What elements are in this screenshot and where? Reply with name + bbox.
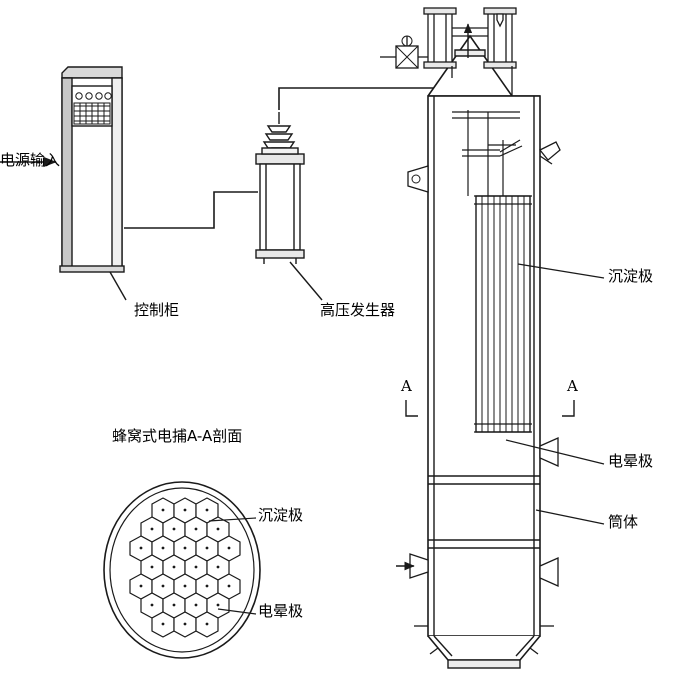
right-label-leaders: [505, 263, 605, 525]
hv-generator-graphic: [255, 112, 305, 264]
honeycomb-section-view: [103, 481, 261, 659]
label-settling-electrode-section: 沉淀极: [258, 506, 304, 524]
label-corona-electrode-section: 电晕极: [258, 602, 304, 620]
cabinet-to-generator-cable: [124, 191, 258, 229]
label-power-input: 电源输入: [0, 151, 61, 169]
top-piping-assembly: [380, 7, 517, 96]
section-mark-right: A: [567, 377, 578, 395]
control-cabinet-graphic: [59, 66, 125, 273]
section-mark-left: A: [401, 377, 412, 395]
label-cylinder-body: 筒体: [608, 513, 639, 531]
section-marks: [405, 400, 575, 417]
label-corona-electrode: 电晕极: [608, 452, 654, 470]
control-cabinet-leader: [109, 271, 127, 301]
label-control-cabinet: 控制柜: [134, 301, 180, 319]
label-hv-generator: 高压发生器: [320, 301, 396, 319]
label-settling-electrode: 沉淀极: [608, 267, 654, 285]
precipitator-vessel: [396, 34, 561, 669]
label-section-title: 蜂窝式电捕A-A剖面: [112, 427, 243, 445]
hv-generator-leader: [289, 261, 323, 301]
